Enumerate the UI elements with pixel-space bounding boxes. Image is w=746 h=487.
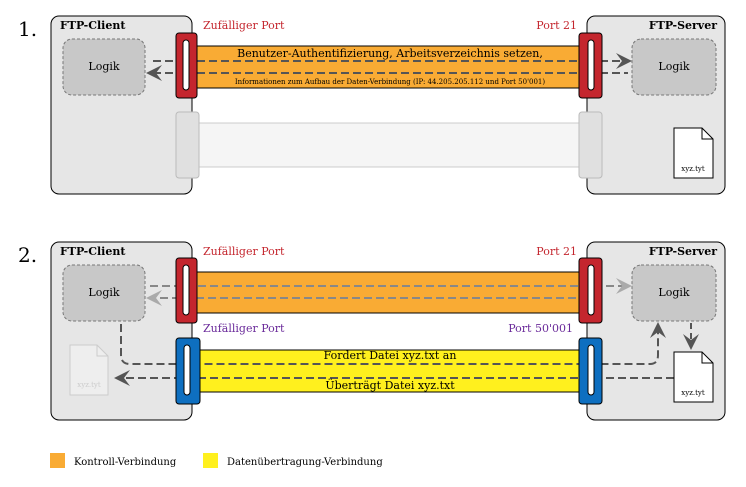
server-title: FTP-Server <box>649 19 717 32</box>
step-1: 1. FTP-Client Logik FTP-Server Logik Zuf… <box>18 15 726 195</box>
file-icon: xyz.tyt <box>673 351 714 403</box>
legend-control-label: Kontroll-Verbindung <box>74 457 177 468</box>
legend-control-swatch <box>50 453 65 468</box>
server-port-label: Port 21 <box>536 245 577 258</box>
control-connection <box>184 271 596 314</box>
legend-data-swatch <box>203 453 218 468</box>
legend: Kontroll-Verbindung Datenübertragung-Ver… <box>50 453 383 468</box>
data-text-1: Fordert Datei xyz.txt an <box>324 349 457 362</box>
server-port-label: Port 21 <box>536 19 577 32</box>
client-port-label: Zufälliger Port <box>203 245 285 258</box>
data-connection <box>184 349 596 393</box>
data-text-2: Überträgt Datei xyz.txt <box>325 378 455 392</box>
client-title: FTP-Client <box>60 245 126 258</box>
client-port-label: Zufälliger Port <box>203 19 285 32</box>
client-logic-box <box>62 264 146 322</box>
inactive-client-port <box>175 111 200 179</box>
client-file-icon-faded: xyz.tyt <box>69 344 109 396</box>
control-text-2: Informationen zum Aufbau der Daten-Verbi… <box>235 78 545 86</box>
client-logic-box <box>62 38 146 96</box>
client-logic-label: Logik <box>88 60 119 73</box>
inactive-server-port <box>578 111 603 179</box>
step-number: 2. <box>18 243 37 267</box>
server-data-port-label: Port 50'001 <box>508 322 573 335</box>
legend-data-label: Datenübertragung-Verbindung <box>227 457 383 468</box>
step-number: 1. <box>18 17 37 41</box>
control-connection <box>184 45 596 89</box>
client-logic-label: Logik <box>88 286 119 299</box>
file-icon: xyz.tyt <box>673 127 714 179</box>
server-logic-box <box>631 264 717 322</box>
request-arrow <box>120 322 666 365</box>
server-title: FTP-Server <box>649 245 717 258</box>
server-logic-label: Logik <box>658 286 689 299</box>
control-text-1: Benutzer-Authentifizierung, Arbeitsverze… <box>237 47 543 60</box>
client-title: FTP-Client <box>60 19 126 32</box>
server-logic-box <box>631 38 717 96</box>
client-file-label: xyz.tyt <box>77 381 101 389</box>
server-logic-label: Logik <box>658 60 689 73</box>
step-2: 2. FTP-Client Logik FTP-Server Logik Zuf… <box>18 241 726 421</box>
inactive-data-connection <box>185 122 595 168</box>
server-file-label: xyz.tyt <box>681 389 705 397</box>
client-data-port-label: Zufälliger Port <box>203 322 285 335</box>
server-file-label: xyz.tyt <box>681 165 705 173</box>
